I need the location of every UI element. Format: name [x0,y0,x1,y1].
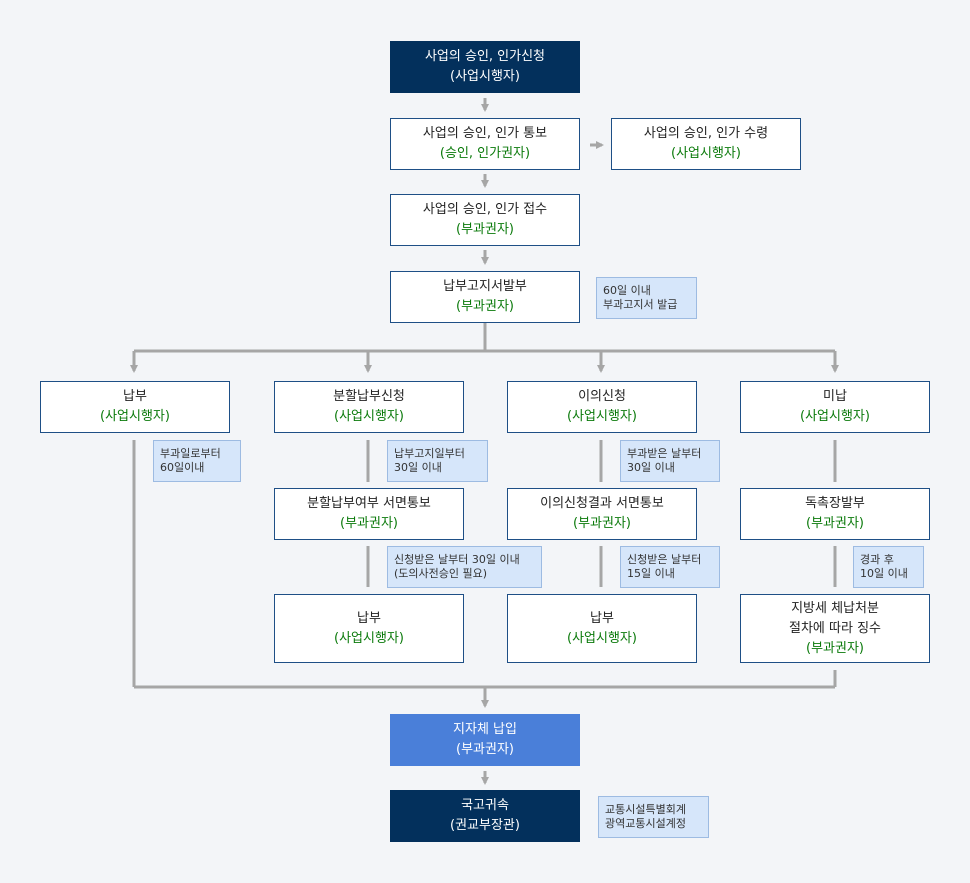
node-pay-role: (사업시행자) [100,409,170,424]
node-receive-role: (사업시행자) [671,146,741,161]
node-collect-title-2: 절차에 따라 징수 [789,620,881,636]
node-accept: 사업의 승인, 인가 접수 (부과권자) [390,194,580,246]
node-receive-title: 사업의 승인, 인가 수령 [643,126,769,141]
note-objection-line1: 부과받은 날부터 [627,447,702,460]
node-national-title: 국고귀속 [461,798,509,813]
node-receive: 사업의 승인, 인가 수령 (사업시행자) [611,118,801,170]
node-collect-role: (부과권자) [806,640,864,656]
note-pay-line2: 60일이내 [160,461,205,474]
note-account-line2: 광역교통시설계정 [605,817,686,830]
node-local-gov-title: 지자체 납입 [453,722,517,737]
node-objection-result: 이의신청결과 서면통보 (부과권자) [507,488,697,540]
node-install-request: 분할납부신청 (사업시행자) [274,381,464,433]
node-issue-role: (부과권자) [456,299,514,314]
node-apply: 사업의 승인, 인가신청 (사업시행자) [390,41,580,93]
node-objection-pay-title: 납부 [590,610,614,626]
node-local-gov-role: (부과권자) [456,742,514,757]
note-install-line2: 30일 이내 [394,461,442,474]
node-install-result: 분할납부여부 서면통보 (부과권자) [274,488,464,540]
node-pay: 납부 (사업시행자) [40,381,230,433]
note-issue-line2: 부과고지서 발급 [603,298,678,311]
node-objection-title: 이의신청 [578,389,626,404]
node-install-pay: 납부 (사업시행자) [274,594,464,663]
note-pay-deadline: 부과일로부터 60일이내 [153,440,241,482]
note-demand-line1: 경과 후 [860,553,894,566]
note-objection-deadline: 부과받은 날부터 30일 이내 [620,440,720,482]
node-demand-title: 독촉장발부 [805,496,865,511]
note-install-line1: 납부고지일부터 [394,447,465,460]
node-unpaid-title: 미납 [823,389,847,404]
node-collect-title-1: 지방세 체납처분 [791,600,879,616]
node-install-pay-role: (사업시행자) [334,630,404,646]
node-national: 국고귀속 (권교부장관) [390,790,580,842]
note-install-result-deadline: 신청받은 날부터 30일 이내 (도의사전승인 필요) [387,546,542,588]
node-accept-title: 사업의 승인, 인가 접수 [422,202,548,217]
node-install-title: 분할납부신청 [333,389,405,404]
node-pay-title: 납부 [123,389,147,404]
node-notify-role: (승인, 인가권자) [439,146,531,161]
note-demand-deadline: 경과 후 10일 이내 [853,546,924,588]
node-apply-title: 사업의 승인, 인가신청 [424,49,546,64]
node-objection-pay-role: (사업시행자) [567,630,637,646]
node-issue-title: 납부고지서발부 [443,279,527,294]
node-install-result-title: 분할납부여부 서면통보 [307,496,431,511]
note-issue-line1: 60일 이내 [603,284,651,297]
node-notify: 사업의 승인, 인가 통보 (승인, 인가권자) [390,118,580,170]
node-objection-result-role: (부과권자) [573,516,631,531]
node-objection-result-title: 이의신청결과 서면통보 [540,496,664,511]
node-collect: 지방세 체납처분 절차에 따라 징수 (부과권자) [740,594,930,663]
node-apply-role: (사업시행자) [450,69,520,84]
node-install-role: (사업시행자) [334,409,404,424]
note-demand-line2: 10일 이내 [860,567,908,580]
node-unpaid-role: (사업시행자) [800,409,870,424]
node-objection: 이의신청 (사업시행자) [507,381,697,433]
note-objection-result-deadline: 신청받은 날부터 15일 이내 [620,546,720,588]
note-objection-line2: 30일 이내 [627,461,675,474]
node-notify-title: 사업의 승인, 인가 통보 [422,126,548,141]
note-issue-deadline: 60일 이내 부과고지서 발급 [596,277,697,319]
note-account: 교통시설특별회계 광역교통시설계정 [598,796,709,838]
note-pay-line1: 부과일로부터 [160,447,221,460]
node-objection-pay: 납부 (사업시행자) [507,594,697,663]
node-install-pay-title: 납부 [357,610,381,626]
node-national-role: (권교부장관) [450,818,520,833]
note-account-line1: 교통시설특별회계 [605,803,686,816]
node-local-gov: 지자체 납입 (부과권자) [390,714,580,766]
node-demand: 독촉장발부 (부과권자) [740,488,930,540]
note-install-result-line1: 신청받은 날부터 30일 이내 [394,553,520,566]
note-install-deadline: 납부고지일부터 30일 이내 [387,440,488,482]
note-install-result-line2: (도의사전승인 필요) [394,567,488,580]
node-unpaid: 미납 (사업시행자) [740,381,930,433]
node-accept-role: (부과권자) [456,222,514,237]
node-objection-role: (사업시행자) [567,409,637,424]
note-objection-result-line1: 신청받은 날부터 [627,553,702,566]
note-objection-result-line2: 15일 이내 [627,567,675,580]
node-install-result-role: (부과권자) [340,516,398,531]
node-demand-role: (부과권자) [806,516,864,531]
node-issue-notice: 납부고지서발부 (부과권자) [390,271,580,323]
